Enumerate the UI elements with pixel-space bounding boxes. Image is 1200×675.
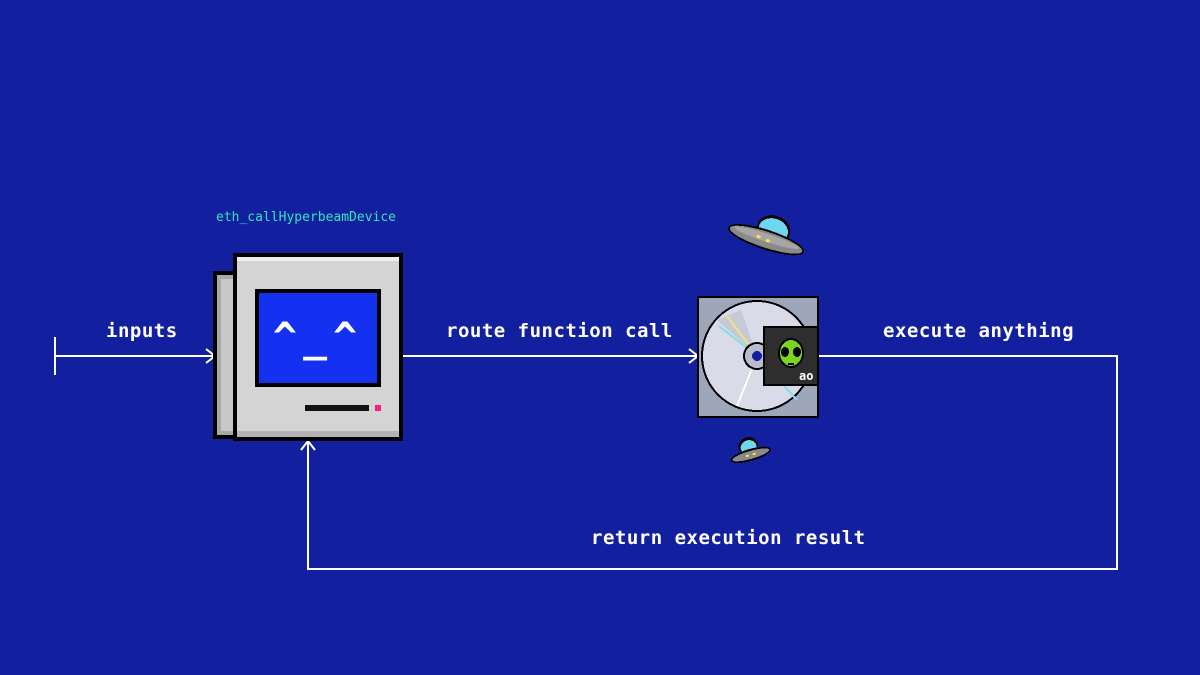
ufo-small-icon [730,437,772,464]
disc-badge-label: ao [799,369,814,383]
execute-label: execute anything [883,320,1075,342]
computer-face: ^_^ [272,315,364,361]
route-arrow [402,348,700,364]
inputs-label: inputs [106,320,178,342]
ufo-icon [727,215,805,256]
alien-icon [778,338,804,368]
return-label: return execution result [591,527,866,549]
computer-icon [213,253,403,441]
route-label: route function call [446,320,673,342]
device-name-label: eth_callHyperbeamDevice [216,210,397,225]
inputs-arrow [54,337,217,375]
